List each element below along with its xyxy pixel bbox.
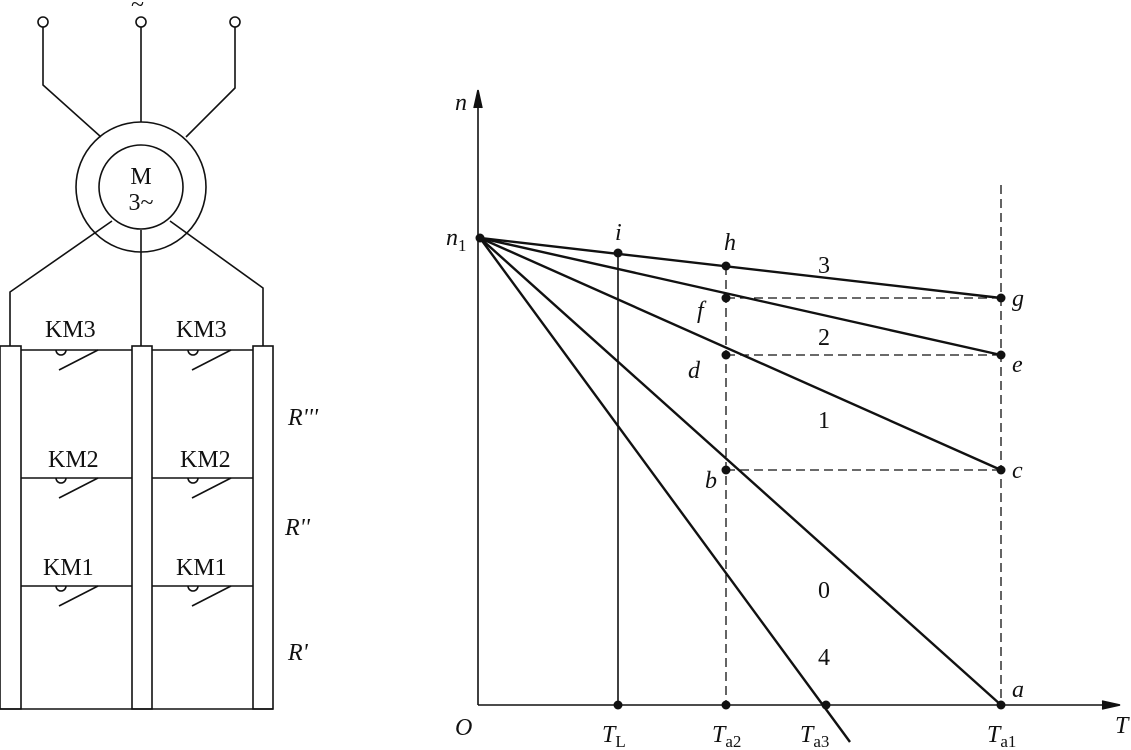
point-label-c: c <box>1012 458 1023 484</box>
rotor-leads <box>9 220 264 346</box>
point-label-f: f <box>697 298 707 324</box>
axes <box>473 89 1121 710</box>
curve-1 <box>479 236 1002 472</box>
point-label-g: g <box>1012 286 1024 312</box>
curve-label: 3 <box>818 253 830 279</box>
resistor-label: R' <box>287 640 309 666</box>
curve-label: 0 <box>818 578 830 604</box>
point-label-d: d <box>688 358 701 384</box>
contactor-label: KM1 <box>176 555 227 581</box>
contactor-label: KM1 <box>43 555 94 581</box>
contactor-label: KM3 <box>45 317 96 343</box>
motor-circuit: ~ M 3~ <box>0 0 319 710</box>
contactor-label: KM2 <box>180 447 231 473</box>
mechanical-characteristic-graph: n T O n1 i h g f e d c b a 3 2 1 0 4 TL … <box>446 89 1130 750</box>
dashed-guides <box>725 185 1002 705</box>
curve-2 <box>479 236 1002 357</box>
curve-3 <box>479 236 1002 300</box>
contactor-switches: KM3 KM3 KM2 KM2 KM1 KM1 <box>21 317 253 607</box>
contactor-label: KM3 <box>176 317 227 343</box>
x-axis-label: T <box>1115 713 1130 739</box>
resistor-label: R'' <box>284 515 311 541</box>
resistor-bars <box>0 345 274 710</box>
origin-label: O <box>455 715 472 741</box>
n1-label: n1 <box>446 225 467 255</box>
curve-label: 4 <box>818 645 830 671</box>
resistor-label: R''' <box>287 405 319 431</box>
point-label-e: e <box>1012 352 1023 378</box>
curve-label: 1 <box>818 408 830 434</box>
tick-label-Ta1: Ta1 <box>987 722 1016 750</box>
points <box>475 233 1006 710</box>
characteristic-curves <box>479 236 1002 743</box>
point-label-i: i <box>615 220 622 246</box>
motor-label: M <box>130 164 151 190</box>
tick-label-Ta3: Ta3 <box>800 722 829 750</box>
point-label-b: b <box>705 468 717 494</box>
point-label-h: h <box>724 230 736 256</box>
contactor-label: KM2 <box>48 447 99 473</box>
tick-label-Ta2: Ta2 <box>712 722 741 750</box>
curve-4 <box>479 237 851 743</box>
tick-label-TL: TL <box>602 722 626 750</box>
supply-terminals <box>37 16 241 138</box>
curve-label: 2 <box>818 325 830 351</box>
motor-phase: 3~ <box>129 190 154 216</box>
y-axis-label: n <box>455 90 467 116</box>
supply-symbol: ~ <box>131 0 144 18</box>
point-label-a: a <box>1012 677 1024 703</box>
curve-0 <box>479 237 1002 706</box>
